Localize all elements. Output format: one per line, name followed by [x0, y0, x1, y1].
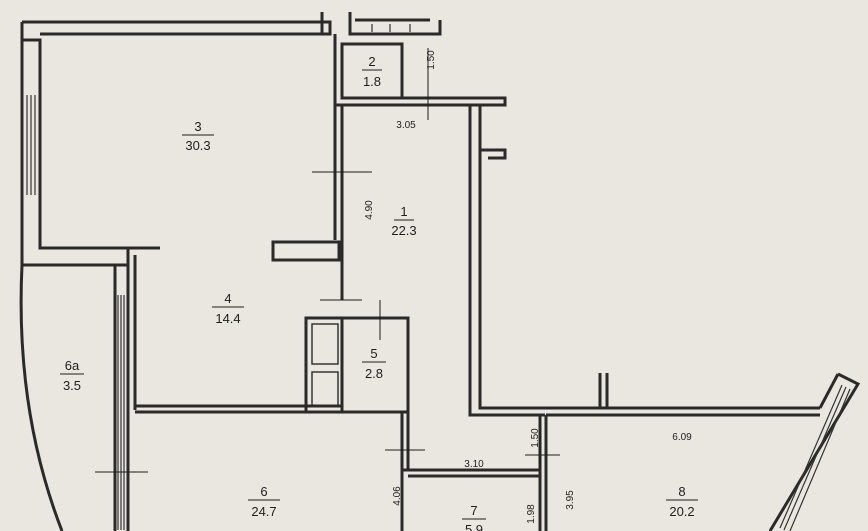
room-label-5: 5 2.8	[362, 346, 386, 381]
room-area-6: 24.7	[251, 504, 276, 519]
room-label-1: 1 22.3	[391, 204, 416, 238]
room-area-7: 5.9	[465, 522, 483, 531]
room-number-1: 1	[400, 204, 407, 219]
dim-link-height: 1.50	[530, 428, 541, 448]
room-label-8: 8 20.2	[666, 484, 698, 519]
window-hatching	[26, 24, 851, 531]
dim-room8-height: 3.95	[565, 490, 576, 510]
walls	[19, 12, 861, 531]
room-number-3: 3	[194, 119, 201, 134]
room-area-5: 2.8	[365, 366, 383, 381]
room-area-8: 20.2	[669, 504, 694, 519]
dimension-ticks	[95, 48, 560, 473]
room-area-2: 1.8	[363, 74, 381, 89]
dim-room7-width: 3.10	[464, 459, 484, 470]
dim-room8-width: 6.09	[672, 432, 692, 443]
room-label-6a: 6a 3.5	[60, 358, 84, 393]
room-area-6a: 3.5	[63, 378, 81, 393]
room-area-1: 22.3	[391, 223, 416, 238]
dim-room7-height-left: 4.06	[392, 486, 403, 506]
dim-room7-height-right: 1.98	[526, 504, 537, 524]
room-label-4: 4 14.4	[212, 291, 244, 326]
dim-room1-height: 4.90	[364, 200, 375, 220]
room-label-3: 3 30.3	[182, 119, 214, 153]
room-area-3: 30.3	[185, 138, 210, 153]
room-label-6: 6 24.7	[248, 484, 280, 519]
room-number-6a: 6a	[65, 358, 80, 373]
room-area-4: 14.4	[215, 311, 240, 326]
dim-room2-height: 1.50	[426, 50, 437, 70]
room-label-7: 7 5.9	[462, 503, 486, 531]
room-number-5: 5	[370, 346, 377, 361]
dim-corridor-width: 3.05	[396, 120, 416, 131]
room-number-8: 8	[678, 484, 685, 499]
room-number-4: 4	[224, 291, 231, 306]
room-number-6: 6	[260, 484, 267, 499]
room-label-2: 2 1.8	[362, 54, 382, 89]
room-number-2: 2	[368, 54, 375, 69]
room-number-7: 7	[470, 503, 477, 518]
